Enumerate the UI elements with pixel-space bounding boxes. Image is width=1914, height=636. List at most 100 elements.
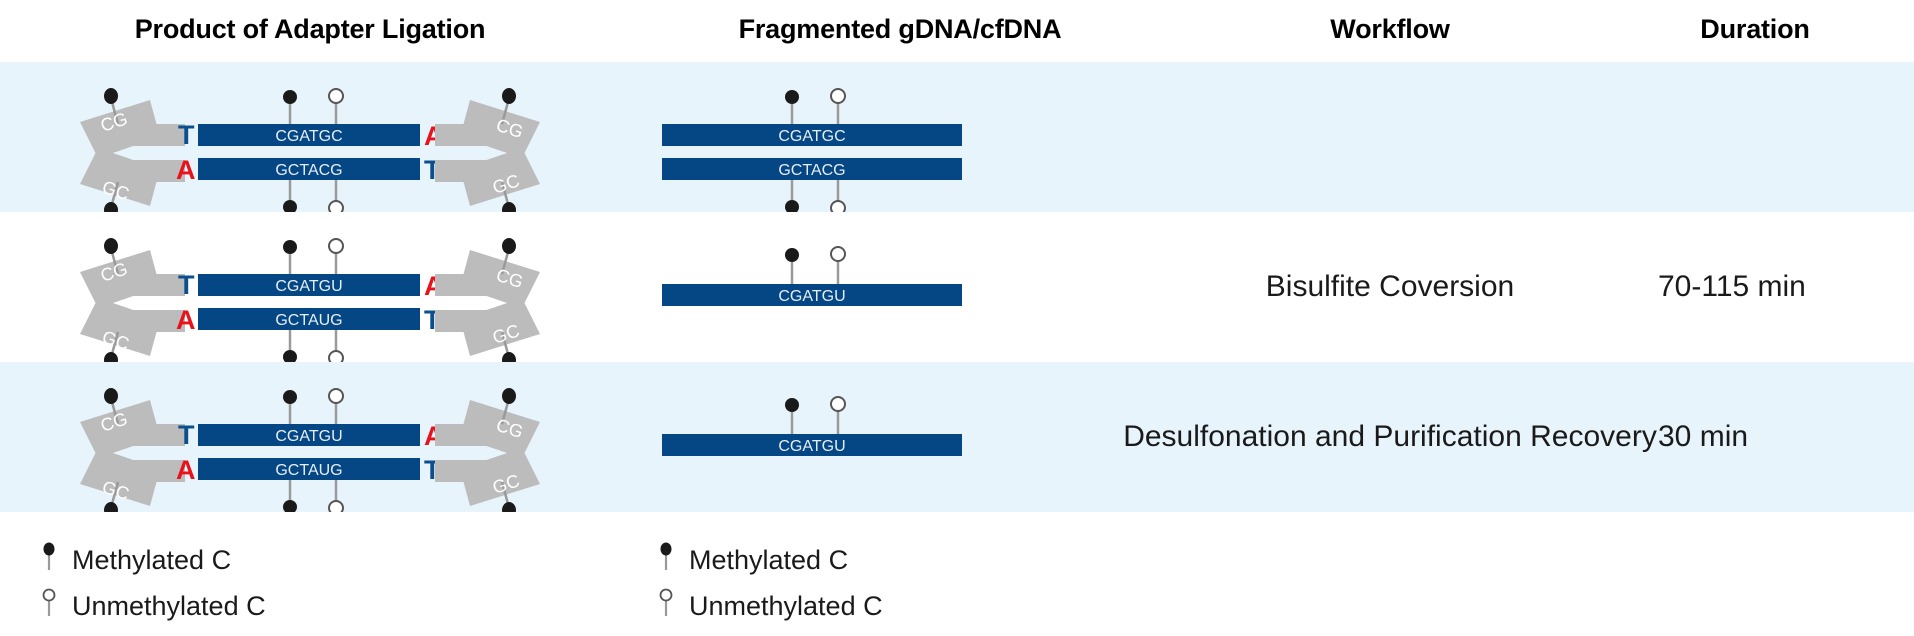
duration-cell: 70-115 min [1600,212,1910,362]
base-letter-left-bottom: A [176,455,196,485]
sequence-label-bottom: GCTAUG [275,312,342,329]
base-letter-left-bottom: A [176,155,196,185]
table-row: CG T CGATGU A [0,362,1914,512]
legend-item: Unmethylated C [655,583,883,629]
legend-group-right: Methylated C Unmethylated C [655,537,883,629]
unmethylated-c-icon [328,388,344,404]
column-header-product-of-adapter-ligation: Product of Adapter Ligation [134,14,486,44]
unmethylated-c-icon [830,396,846,412]
methylated-c-icon [283,90,297,104]
right-adapter-bottom: GC [435,298,540,362]
dna-strand-top [198,424,420,446]
dna-construct-diagram: CG T CGATGU A [0,362,620,512]
right-adapter-top: CG [435,388,540,458]
workflow-cell: Bisulfite Coversion [1180,212,1600,362]
sequence-label-top: CGATGU [275,428,342,445]
duration-cell [1600,62,1910,212]
legend-label: Unmethylated C [689,590,883,621]
fragment-sequence-top: CGATGU [778,288,845,305]
figure-rows: CG T CGATGC A [0,62,1914,512]
unmethylated-c-icon [328,350,344,362]
methylated-c-icon [785,90,799,104]
dna-strand-top [198,274,420,296]
unmethylated-c-icon [830,88,846,104]
base-letter-left-bottom: A [176,305,196,335]
right-adapter-top: CG [435,88,540,158]
methylated-c-icon [283,350,297,362]
workflow-cell: Desulfonation and Purification Recovery [1123,362,1657,512]
sequence-label-top: CGATGC [275,128,342,145]
fragment-diagram: CGATGU [620,212,1180,362]
sequence-label-top: CGATGU [275,278,342,295]
unmethylated-c-icon [328,500,344,512]
methylated-c-icon [655,540,685,580]
right-adapter-top: CG [435,238,540,308]
unmethylated-c-icon [830,200,846,212]
fragment-sequence-top: CGATGC [778,128,845,145]
dna-construct-diagram: CG T CGATGU A [0,212,620,362]
dna-strand-bottom [198,458,420,480]
table-row: CG T CGATGC A [0,62,1914,212]
column-header-row: Product of Adapter Ligation Fragmented g… [0,0,1914,62]
unmethylated-c-icon [328,88,344,104]
dna-strand-bottom [198,308,420,330]
unmethylated-c-icon [655,586,685,626]
duration-label: 30 min [1658,420,1749,453]
fragmented-dna-cell: CGATGC GCTACG [620,62,1180,212]
duration-label: 70-115 min [1658,270,1806,303]
methylated-c-icon [785,200,799,212]
left-adapter-bottom: GC [80,298,185,362]
fragment-diagram: CGATGU [620,362,1180,512]
left-adapter-top: CG [80,88,185,158]
column-header-workflow: Workflow [1330,14,1450,44]
unmethylated-c-icon [830,246,846,262]
legend: Methylated C Unmethylated C [0,537,1914,636]
fragment-diagram: CGATGC GCTACG [620,62,1180,212]
fragment-strand-top [662,124,962,146]
fragment-strand-bottom [662,158,962,180]
base-letter-left-top: T [178,420,195,450]
fragment-strand-top [662,434,962,456]
workflow-cell [1180,62,1600,212]
adapter-ligation-construct-cell: CG T CGATGC A [0,62,620,212]
methylated-c-icon [283,200,297,212]
left-adapter-top: CG [80,238,185,308]
fragmented-dna-cell: CGATGU [620,212,1180,362]
methylated-c-icon [283,390,297,404]
fragment-sequence-top: CGATGU [778,438,845,455]
legend-label: Methylated C [72,544,232,575]
fragment-sequence-bottom: GCTACG [778,162,845,179]
unmethylated-c-icon [328,238,344,254]
table-row: CG T CGATGU A [0,212,1914,362]
base-letter-left-top: T [178,120,195,150]
left-adapter-bottom: GC [80,148,185,212]
adapter-ligation-construct-cell: CG T CGATGU A [0,212,620,362]
adapter-ligation-construct-cell: CG T CGATGU A [0,362,620,512]
legend-item: Methylated C [655,537,883,583]
dna-construct-diagram: CG T CGATGC A [0,62,620,212]
methylated-c-icon [38,540,68,580]
legend-group-left: Methylated C Unmethylated C [38,537,266,629]
unmethylated-c-icon [38,586,68,626]
right-adapter-bottom: GC [435,448,540,512]
legend-item: Methylated C [38,537,266,583]
dna-strand-top [198,124,420,146]
methylated-c-icon [283,500,297,512]
column-header-duration: Duration [1700,14,1810,44]
sequence-label-bottom: GCTAUG [275,462,342,479]
methylated-c-icon [785,398,799,412]
fragment-strand-top [662,284,962,306]
legend-label: Methylated C [689,544,849,575]
base-letter-left-top: T [178,270,195,300]
unmethylated-c-icon [328,200,344,212]
legend-label: Unmethylated C [72,590,266,621]
legend-item: Unmethylated C [38,583,266,629]
dna-strand-bottom [198,158,420,180]
left-adapter-top: CG [80,388,185,458]
column-header-fragmented-gdna-cfdna: Fragmented gDNA/cfDNA [738,14,1062,44]
right-adapter-bottom: GC [435,148,540,212]
methylated-c-icon [283,240,297,254]
left-adapter-bottom: GC [80,448,185,512]
sequence-label-bottom: GCTACG [275,162,342,179]
